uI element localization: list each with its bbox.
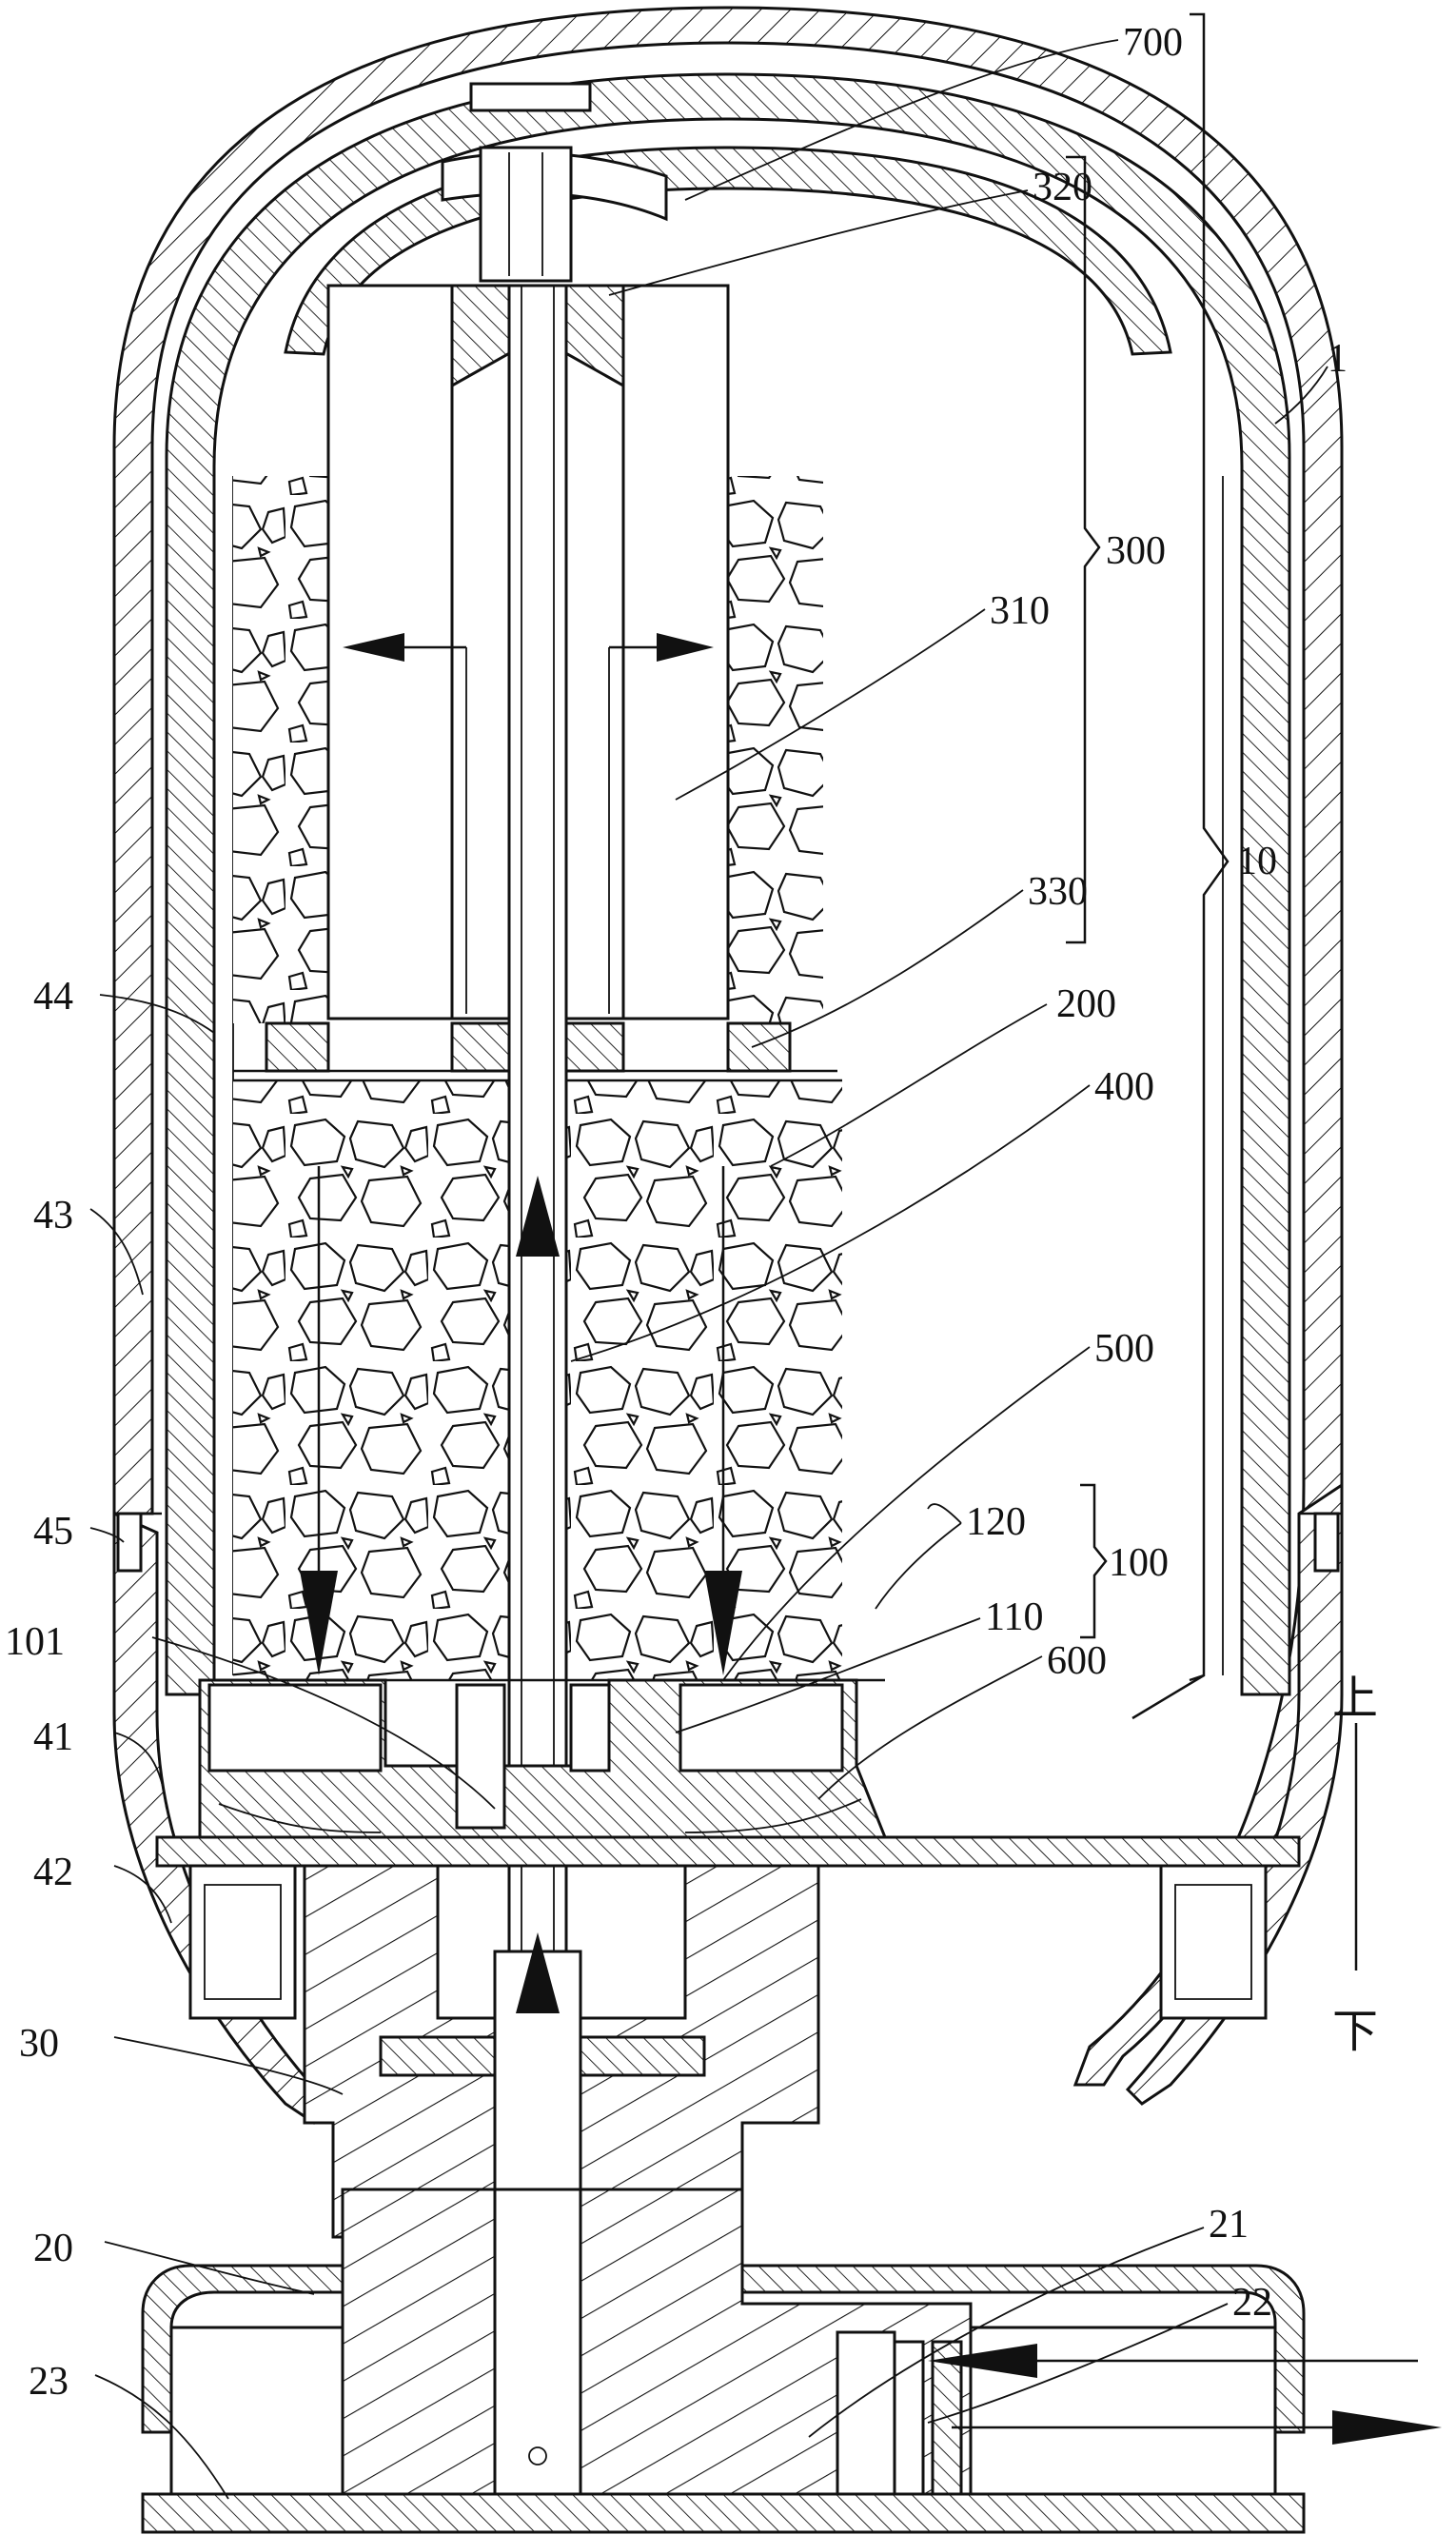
bottom-seal-330	[233, 1021, 837, 1073]
brace-100	[1080, 1483, 1108, 1639]
label-700: 700	[1123, 21, 1183, 65]
label-330: 330	[1028, 870, 1088, 914]
brace-300	[1066, 155, 1101, 944]
inner-shell-44	[165, 72, 1291, 1696]
label-1: 1	[1328, 337, 1348, 381]
label-22: 22	[1232, 2281, 1272, 2325]
base-20	[141, 2264, 1306, 2496]
label-310: 310	[990, 589, 1050, 633]
label-400: 400	[1094, 1065, 1154, 1109]
direction-down-label: 下	[1332, 2005, 1378, 2058]
label-21: 21	[1209, 2203, 1249, 2247]
label-30: 30	[19, 2022, 59, 2066]
bottom-plate-23	[141, 2492, 1306, 2534]
label-500: 500	[1094, 1327, 1154, 1371]
label-101: 101	[5, 1620, 65, 1664]
connector-30	[303, 1864, 820, 2239]
outer-shell-43	[112, 6, 1344, 2087]
leader-lines	[89, 39, 1328, 2500]
seat-42	[155, 1835, 1301, 2020]
label-43: 43	[33, 1194, 73, 1238]
label-200: 200	[1056, 982, 1116, 1026]
top-cap	[284, 82, 1172, 356]
brace-10	[1131, 12, 1230, 1720]
clip-45	[116, 1512, 1340, 1573]
flow-arrows	[300, 633, 1442, 2445]
label-41: 41	[33, 1715, 73, 1759]
label-120: 120	[966, 1500, 1026, 1544]
label-320: 320	[1033, 166, 1092, 209]
direction-up-label: 上	[1332, 1672, 1378, 1725]
filter-media-200	[233, 1079, 842, 1680]
label-23: 23	[29, 2360, 69, 2404]
label-110: 110	[985, 1595, 1043, 1639]
label-300: 300	[1106, 529, 1166, 573]
label-44: 44	[33, 975, 73, 1019]
label-42: 42	[33, 1851, 73, 1894]
label-20: 20	[33, 2227, 73, 2270]
label-600: 600	[1047, 1639, 1107, 1683]
label-100: 100	[1109, 1541, 1169, 1585]
label-45: 45	[33, 1510, 73, 1554]
label-10: 10	[1237, 840, 1277, 883]
reference-labels: 700 320 1 300 310 10 330 200 400 44 43 5…	[5, 21, 1378, 2404]
